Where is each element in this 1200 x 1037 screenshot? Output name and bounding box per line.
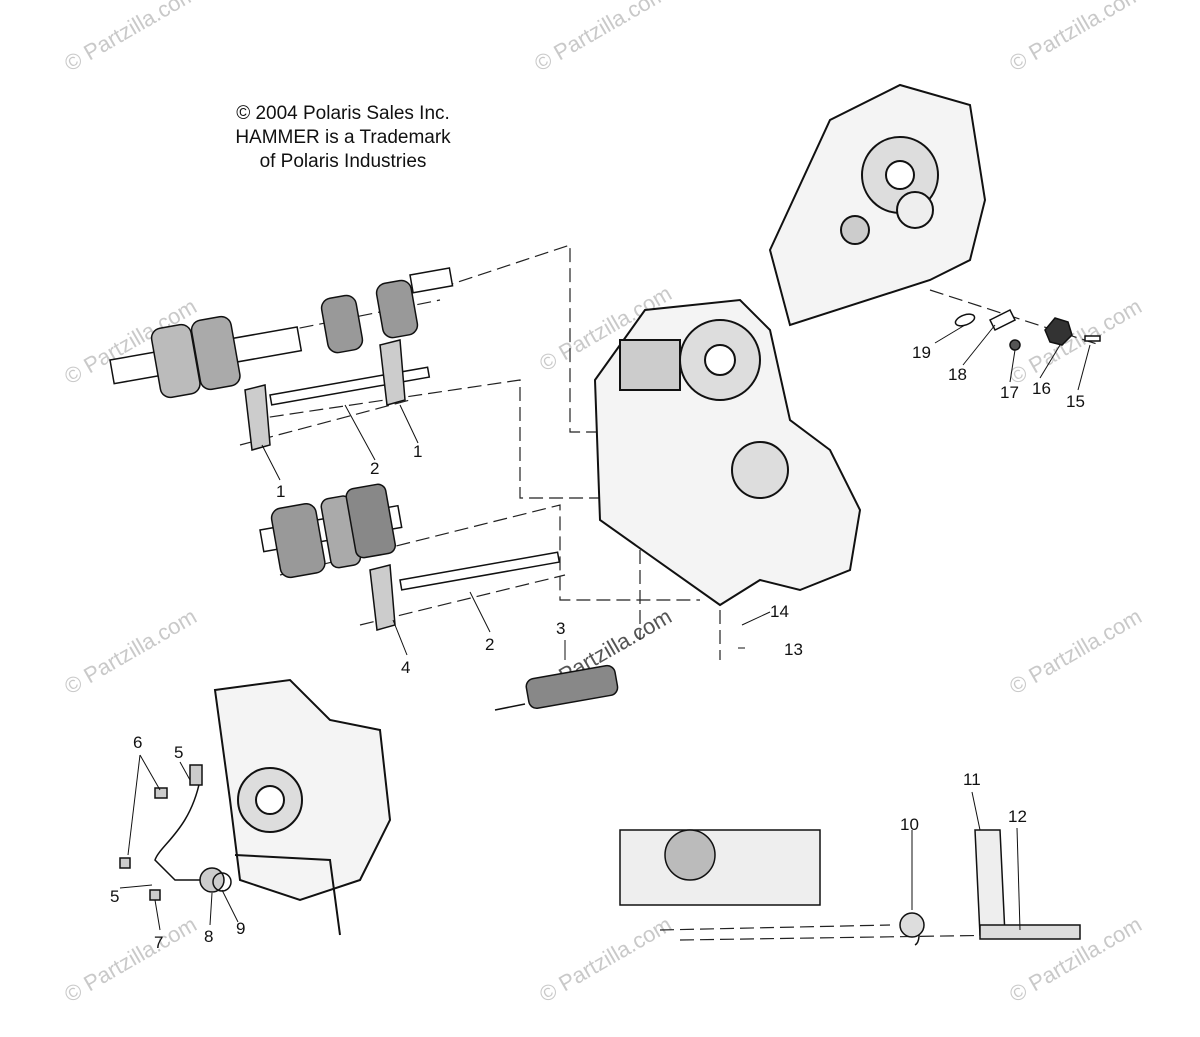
- callout-4: 4: [401, 658, 410, 677]
- callout-1a: 1: [276, 482, 285, 501]
- copyright-line-3: of Polaris Industries: [259, 151, 427, 172]
- callout-5a: 5: [174, 743, 183, 762]
- callout-2a: 2: [370, 459, 379, 478]
- small-parts-top: [954, 308, 1101, 351]
- callout-16: 16: [1032, 379, 1051, 398]
- watermark: © Partzilla.com: [1005, 294, 1146, 390]
- callout-19: 19: [912, 343, 931, 362]
- shift-drum: [494, 664, 619, 711]
- callout-14: 14: [770, 602, 789, 621]
- watermark: © Partzilla.com: [1005, 0, 1146, 76]
- callout-10: 10: [900, 815, 919, 834]
- callout-12: 12: [1008, 807, 1027, 826]
- callout-8: 8: [204, 927, 213, 946]
- watermark: © Partzilla.com: [530, 0, 671, 76]
- countershaft-assembly: [259, 483, 403, 579]
- callout-9: 9: [236, 919, 245, 938]
- callout-11: 11: [963, 770, 981, 789]
- callout-15: 15: [1066, 392, 1085, 411]
- callout-7: 7: [154, 933, 163, 952]
- callout-1b: 1: [413, 442, 422, 461]
- watermark: © Partzilla.com: [60, 604, 201, 700]
- watermark: © Partzilla.com: [60, 0, 201, 76]
- engine-lower-left: [213, 678, 392, 936]
- callout-labels: 1 1 2 2 3 4 5 5 6 7 8 9 10 11 12 13 14 1…: [110, 343, 1085, 952]
- leader-lines: [119, 324, 1091, 931]
- side-cover: [768, 83, 987, 327]
- copyright-line-2: HAMMER is a Trademark: [235, 127, 451, 148]
- sensor-harness: [119, 764, 232, 901]
- callout-17: 17: [1000, 383, 1019, 402]
- copyright-line-1: © 2004 Polaris Sales Inc.: [236, 103, 450, 124]
- callout-2b: 2: [485, 635, 494, 654]
- callout-13: 13: [784, 640, 803, 659]
- watermark: © Partzilla.com: [1005, 604, 1146, 700]
- watermark: © Partzilla.com: [60, 912, 201, 1008]
- shift-forks: [244, 339, 561, 631]
- callout-18: 18: [948, 365, 967, 384]
- copyright-notice: © 2004 Polaris Sales Inc. HAMMER is a Tr…: [228, 102, 458, 174]
- main-shaft-assembly: [109, 267, 454, 399]
- callout-5b: 5: [110, 887, 119, 906]
- shift-mechanism: [619, 829, 1081, 946]
- crankcase: [593, 298, 862, 607]
- watermark: © Partzilla.com: [535, 912, 676, 1008]
- callout-6: 6: [133, 733, 142, 752]
- callout-3: 3: [556, 619, 565, 638]
